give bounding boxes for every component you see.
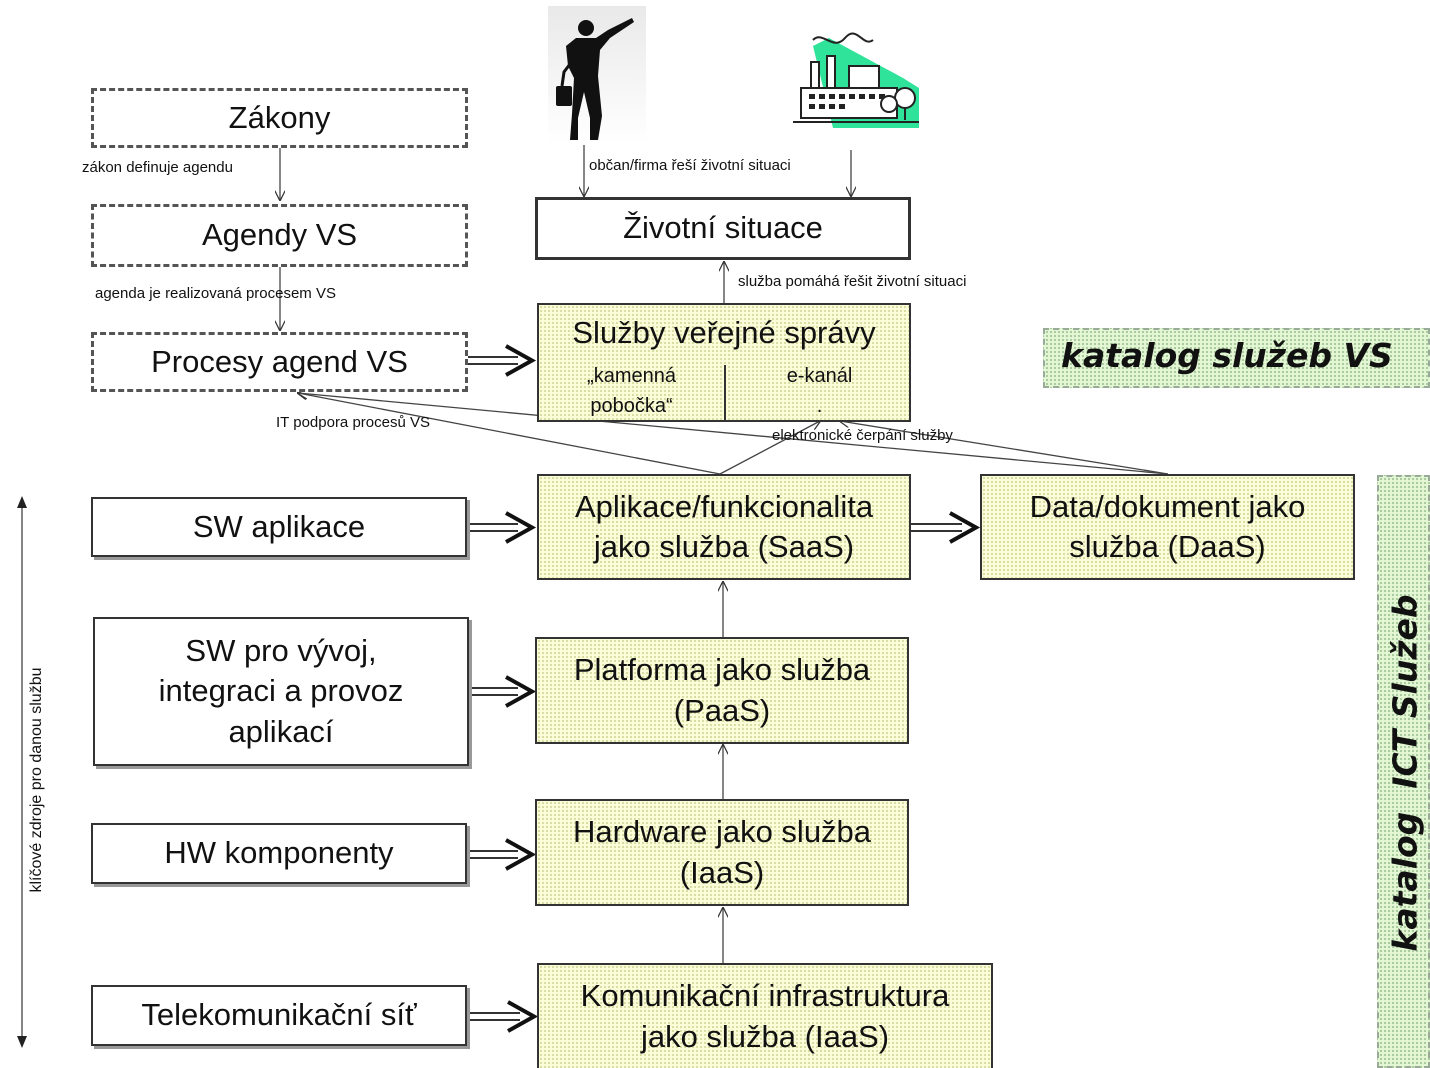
sw-vyvoj-line2: integraci a provoz — [158, 673, 404, 709]
sluzby-vs-left-line1: „kamenná — [587, 365, 676, 387]
zakony-box: Zákony — [91, 88, 468, 148]
sw-vyvoj-line3: aplikací — [228, 713, 334, 749]
katalog-ict-sluzeb-label: katalog ICT Služeb — [1385, 594, 1425, 952]
sluzby-vs-left-line2: pobočka“ — [590, 395, 673, 417]
procesy-label: Procesy agend VS — [151, 343, 408, 379]
katalog-ict-sluzeb: katalog ICT Služeb — [1377, 475, 1430, 1068]
katalog-sluzeb-vs: katalog služeb VS — [1043, 328, 1430, 388]
label-obcan-firma: občan/firma řeší životní situaci — [589, 157, 791, 174]
hw-komponenty-label: HW komponenty — [164, 835, 394, 871]
sluzby-vs-box: Služby veřejné správy „kamenná pobočka“ … — [537, 303, 911, 422]
telekom-label: Telekomunikační síť — [141, 997, 417, 1033]
iaas-line1: Hardware jako služba — [572, 814, 872, 850]
sw-aplikace-box: SW aplikace — [91, 497, 467, 557]
sluzby-vs-right: e-kanál — [786, 365, 853, 387]
factory-icon — [793, 28, 923, 148]
katalog-sluzeb-vs-label: katalog služeb VS — [1061, 336, 1393, 375]
sluzby-vs-right-dot: . — [816, 395, 823, 417]
zakony-label: Zákony — [228, 99, 331, 135]
sw-vyvoj-box: SW pro vývoj, integraci a provoz aplikac… — [93, 617, 469, 766]
kom-iaas-box: Komunikační infrastruktura jako služba (… — [537, 963, 993, 1068]
label-zakon-definuje: zákon definuje agendu — [82, 159, 233, 176]
zivotni-situace-label: Životní situace — [623, 210, 823, 246]
hw-komponenty-box: HW komponenty — [91, 823, 467, 884]
agendy-box: Agendy VS — [91, 204, 468, 267]
label-it-podpora: IT podpora procesů VS — [276, 414, 430, 431]
sw-vyvoj-line1: SW pro vývoj, — [185, 633, 377, 669]
kom-iaas-line1: Komunikační infrastruktura — [580, 978, 950, 1014]
paas-line1: Platforma jako služba — [573, 652, 871, 688]
saas-box: Aplikace/funkcionalita jako služba (SaaS… — [537, 474, 911, 580]
sluzby-vs-title: Služby veřejné správy — [572, 315, 876, 350]
saas-line1: Aplikace/funkcionalita — [574, 488, 874, 524]
businessman-silhouette-icon — [548, 6, 646, 144]
zivotni-situace-box: Životní situace — [535, 197, 911, 260]
paas-line2: (PaaS) — [673, 692, 771, 728]
procesy-box: Procesy agend VS — [91, 332, 468, 392]
label-agenda-realizovana: agenda je realizovaná procesem VS — [95, 285, 336, 302]
telekom-box: Telekomunikační síť — [91, 985, 467, 1046]
iaas-box: Hardware jako služba (IaaS) — [535, 799, 909, 906]
daas-line1: Data/dokument jako — [1029, 488, 1306, 524]
label-klicove-zdroje: klíčové zdroje pro danou službu — [28, 667, 45, 893]
daas-box: Data/dokument jako služba (DaaS) — [980, 474, 1355, 580]
saas-line2: jako služba (SaaS) — [593, 529, 855, 564]
label-elektronicke: elektronické čerpání služby — [772, 427, 953, 444]
daas-line2: služba (DaaS) — [1069, 529, 1266, 564]
kom-iaas-line2: jako služba (IaaS) — [640, 1018, 890, 1054]
paas-box: Platforma jako služba (PaaS) — [535, 637, 909, 744]
iaas-line2: (IaaS) — [679, 854, 765, 890]
sw-aplikace-label: SW aplikace — [192, 508, 366, 544]
agendy-label: Agendy VS — [201, 217, 358, 253]
label-sluzba-pomaha: služba pomáhá řešit životní situaci — [738, 273, 967, 290]
